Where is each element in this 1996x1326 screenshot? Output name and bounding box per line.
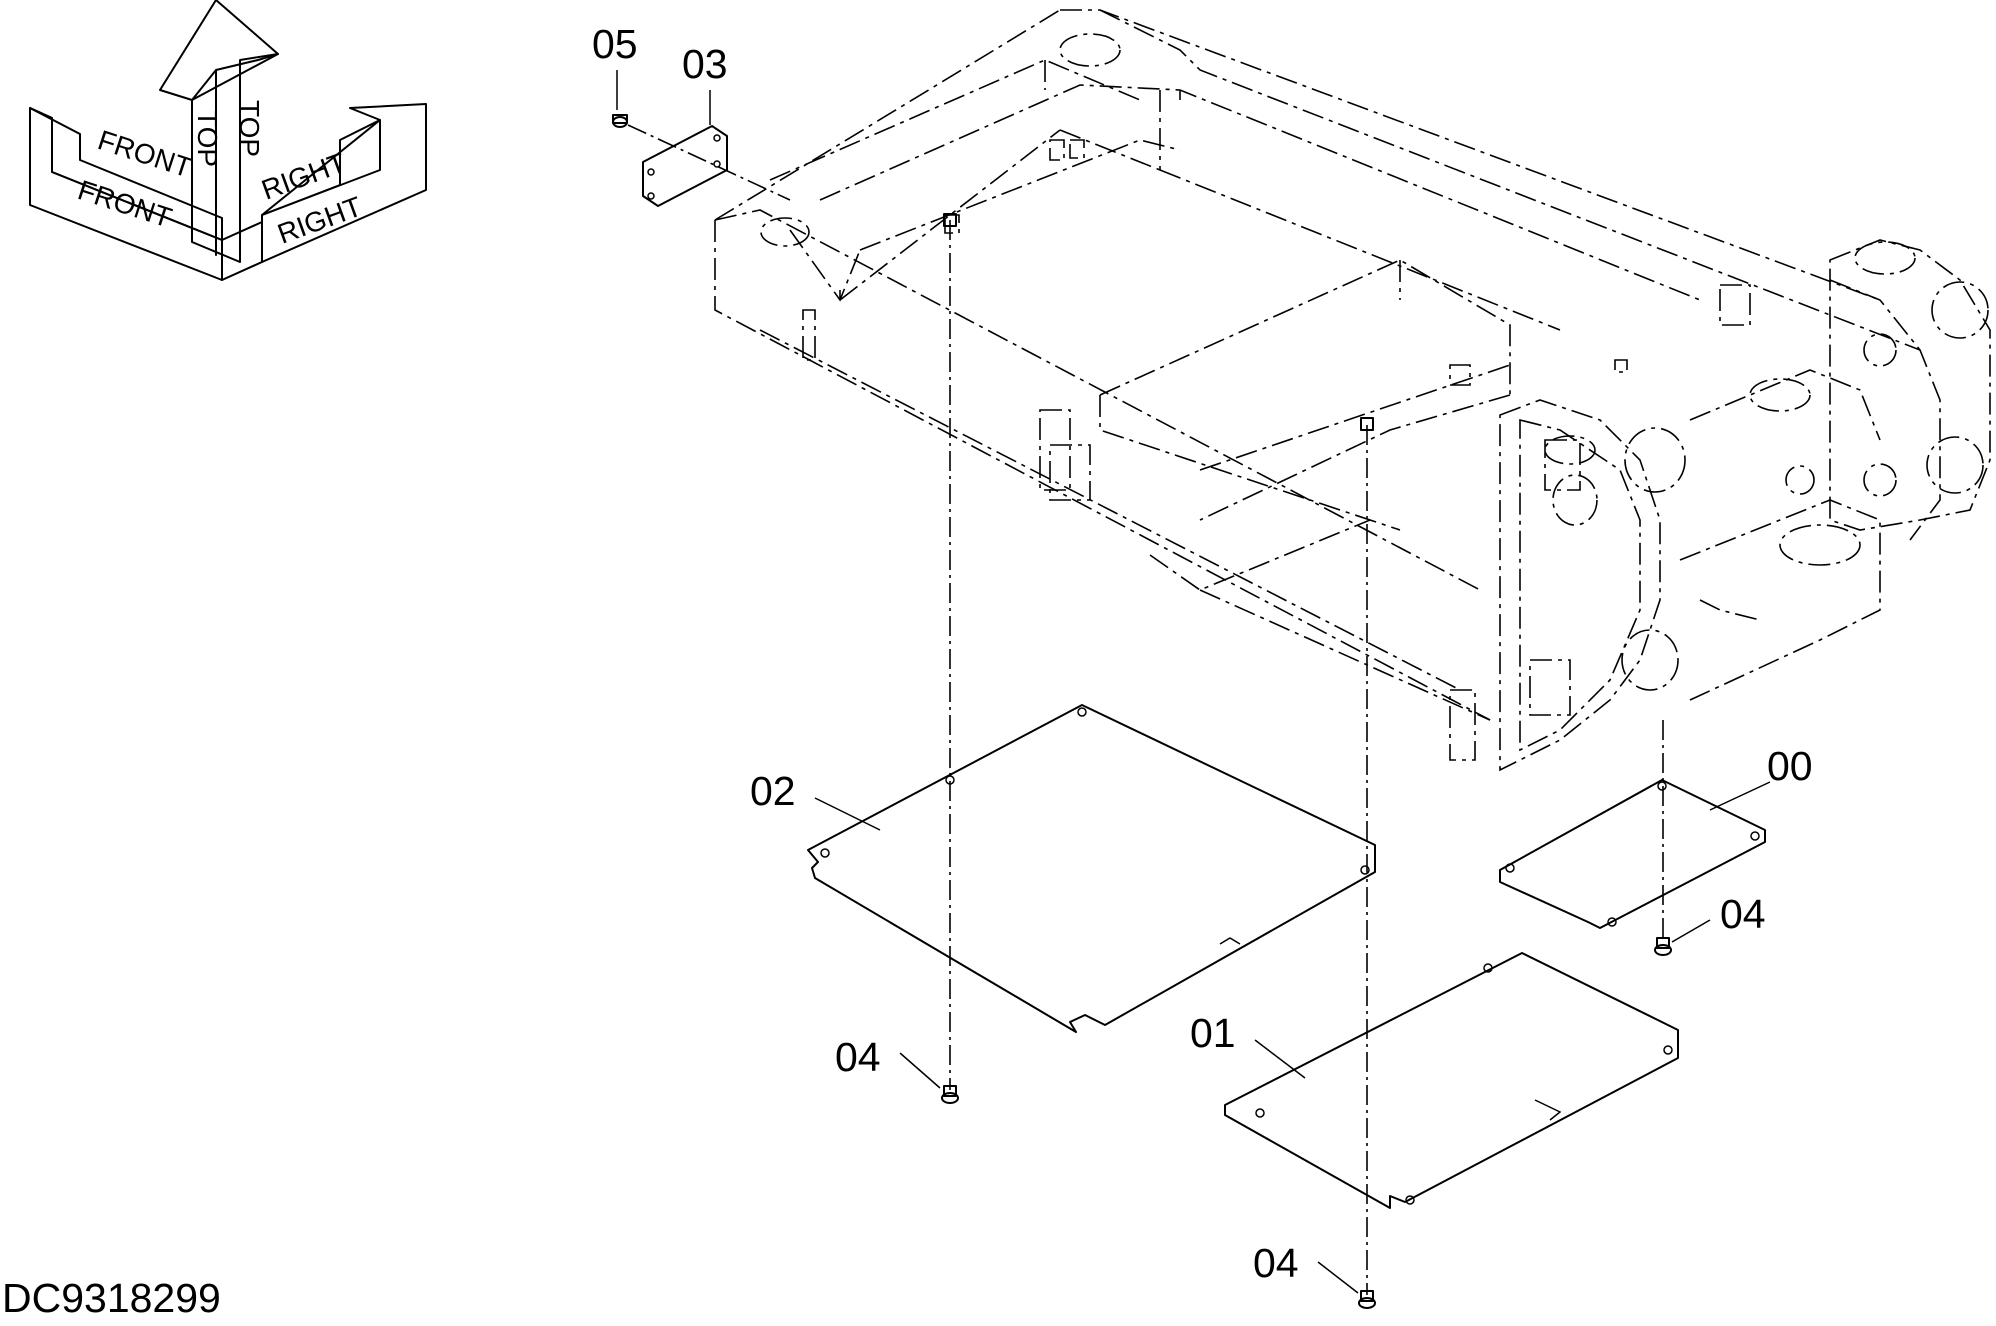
part-00-cover-plate	[1499, 779, 1766, 929]
leader-04-c	[1671, 919, 1711, 943]
callout-02: 02	[750, 768, 796, 814]
callout-04-a: 04	[835, 1034, 881, 1080]
front-label-lower: FRONT	[74, 174, 175, 233]
top-arrow-icon	[159, 0, 279, 263]
callout-04-c: 04	[1720, 891, 1766, 937]
orientation-indicator: FRONT FRONT TOP TOP RIGHT RIGHT	[29, 0, 427, 281]
callout-01: 01	[1190, 1010, 1236, 1056]
part-05-bolt-icon	[612, 114, 628, 128]
frame-assembly	[714, 9, 1921, 761]
leader-00	[1709, 781, 1771, 811]
right-label-lower: RIGHT	[273, 191, 365, 250]
leader-04-a	[899, 1052, 941, 1089]
callout-05: 05	[592, 21, 638, 67]
part-04-screw-icon-c	[1654, 937, 1672, 956]
leader-01	[1254, 1039, 1306, 1079]
callout-00: 00	[1767, 743, 1813, 789]
leader-04-b	[1317, 1261, 1359, 1294]
callout-03: 03	[682, 41, 728, 87]
callout-04-b: 04	[1253, 1240, 1299, 1286]
top-label-right: TOP	[234, 100, 265, 157]
part-02-cover-plate	[807, 704, 1376, 1033]
front-label-upper: FRONT	[94, 124, 195, 183]
drawing-number: DC9318299	[2, 1275, 221, 1321]
leader-02	[814, 797, 881, 831]
part-04-screw-icon-b	[1358, 1290, 1376, 1309]
part-01-cover-plate	[1224, 952, 1679, 1209]
part-03-cover-plate	[642, 125, 728, 207]
top-label-left: TOP	[192, 110, 223, 167]
pivot-block-assembly	[1499, 239, 1991, 772]
part-04-screw-icon-a	[941, 1085, 959, 1104]
